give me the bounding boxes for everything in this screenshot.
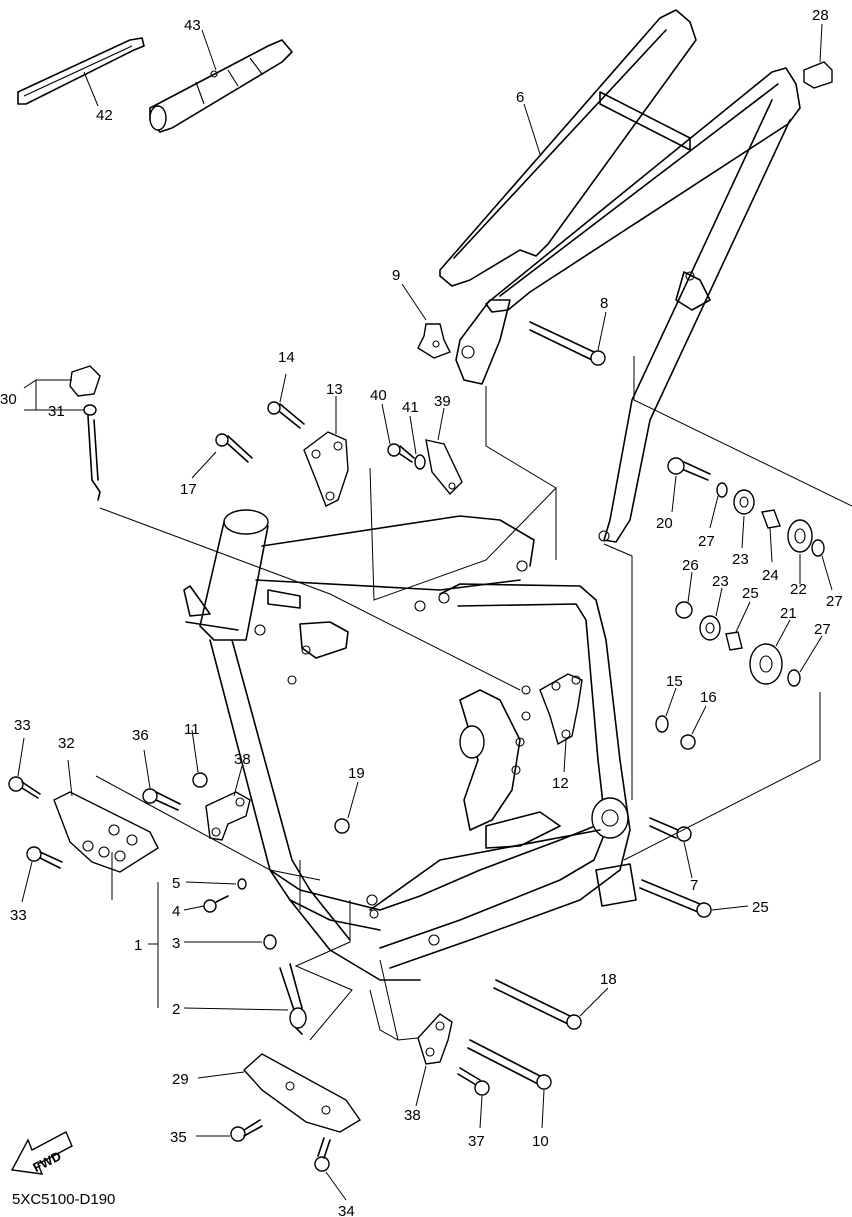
cap-part: [803, 61, 833, 89]
label-29: 29: [172, 1071, 189, 1088]
label-20: 20: [656, 515, 673, 532]
bolt-33: [8, 776, 63, 869]
label-1: 1: [134, 937, 142, 954]
label-22: 22: [790, 581, 807, 598]
label-3: 3: [172, 935, 180, 952]
label-42: 42: [96, 107, 113, 124]
bracket-9: [417, 323, 451, 359]
diagram-code: 5XC5100-D190: [12, 1191, 115, 1208]
nut-16: [680, 734, 696, 750]
label-39: 39: [434, 393, 451, 410]
label-27b: 27: [826, 593, 843, 610]
label-37: 38: [234, 751, 251, 768]
nut-26: [675, 601, 693, 619]
label-43: 43: [184, 17, 201, 34]
main-frame: [183, 509, 637, 981]
label-33b: 33: [10, 907, 27, 924]
label-15: 15: [666, 673, 683, 690]
label-26: 26: [682, 557, 699, 574]
label-12: 12: [552, 775, 569, 792]
label-24b: 25: [742, 585, 759, 602]
guard-32: [53, 791, 159, 873]
label-27c: 27: [814, 621, 831, 638]
label-21: 21: [780, 605, 797, 622]
breather-cap-30: [69, 365, 101, 501]
label-41: 41: [402, 399, 419, 416]
bolt-34: [314, 1137, 331, 1172]
bolt-36: [142, 788, 490, 1096]
bracket-13: [303, 431, 349, 507]
label-30: 30: [0, 391, 17, 408]
label-23a: 23: [732, 551, 749, 568]
bolt-35: [230, 1119, 263, 1142]
bushing-22: [787, 519, 813, 553]
label-23b: 23: [712, 573, 729, 590]
washer-15: [655, 715, 669, 733]
bolt-20: [667, 457, 711, 481]
nut-11: [192, 772, 208, 788]
label-33a: 33: [14, 717, 31, 734]
wrench-tool: [17, 37, 145, 105]
label-27a: 27: [698, 533, 715, 550]
bolt-14: [267, 401, 305, 429]
label-7: 7: [690, 877, 698, 894]
label-2: 2: [172, 1001, 180, 1018]
plate-29: [243, 1053, 362, 1133]
label-9: 9: [392, 267, 400, 284]
bolt-8: [529, 321, 606, 366]
label-35: 35: [170, 1129, 187, 1146]
bracket-39: [425, 439, 463, 496]
label-25: 25: [752, 899, 769, 916]
bolt-18: [493, 979, 582, 1030]
label-18: 18: [600, 971, 617, 988]
label-16: 16: [700, 689, 717, 706]
assembly-lines: [95, 356, 852, 1041]
label-38: 38: [404, 1107, 421, 1124]
nut-19: [334, 818, 350, 834]
label-6: 6: [516, 89, 524, 106]
bolt-10: [467, 1039, 552, 1090]
washer-41: [414, 454, 426, 470]
bushing-21: [749, 643, 783, 685]
bracket-12: [539, 673, 583, 746]
label-32: 32: [58, 735, 75, 752]
label-4: 4: [172, 903, 180, 920]
fwd-arrow-icon: FWD: [10, 1131, 73, 1175]
bolt-40: [387, 443, 415, 463]
bolt-25: [639, 879, 712, 918]
label-40: 40: [370, 387, 387, 404]
bracket-38: [417, 1013, 453, 1065]
label-13: 13: [326, 381, 343, 398]
assembly-parts-1: [203, 878, 307, 1035]
label-28: 28: [812, 7, 829, 24]
collar-24: [725, 509, 781, 651]
bracket-37: [205, 791, 251, 841]
label-14: 14: [278, 349, 295, 366]
bolt-17: [215, 433, 253, 463]
label-36b: 37: [468, 1133, 485, 1150]
bushing-23: [699, 489, 755, 641]
label-11: 11: [184, 721, 200, 738]
label-31: 31: [48, 403, 65, 420]
label-8: 8: [600, 295, 608, 312]
label-36a: 36: [132, 727, 149, 744]
leader-lines: [17, 23, 833, 1201]
label-5: 5: [172, 875, 180, 892]
label-34: 34: [338, 1203, 355, 1217]
label-17: 17: [180, 481, 197, 498]
callout-labels: 43 42 6 28 9 8 14 13 40 41 39 30 31 17 2…: [0, 7, 843, 1217]
socket-tool: [149, 39, 293, 133]
label-10: 10: [532, 1133, 549, 1150]
rear-subframe: [439, 9, 801, 543]
washer-27: [716, 482, 825, 687]
label-19: 19: [348, 765, 365, 782]
label-24a: 24: [762, 567, 779, 584]
